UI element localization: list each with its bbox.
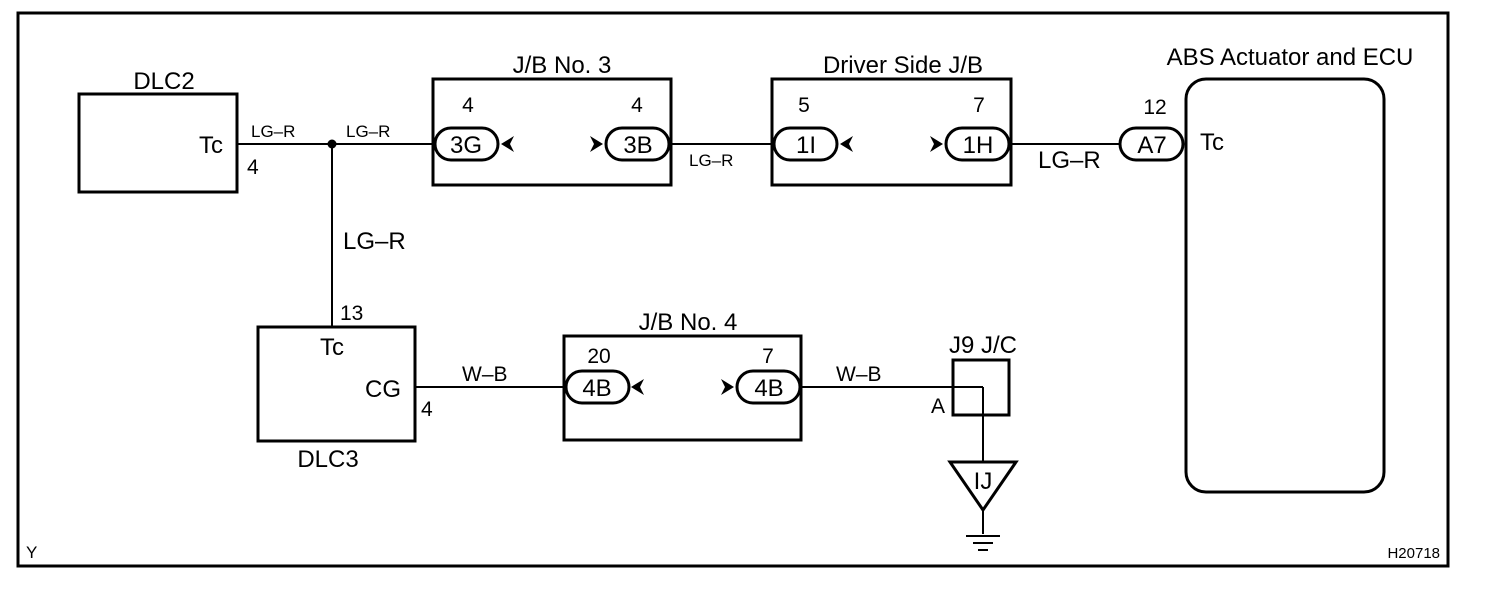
abs-ecu-pin-number: 12 bbox=[1143, 96, 1166, 119]
jb-no3-pin-left: 4 bbox=[462, 94, 474, 117]
connector-1h-label: 1H bbox=[963, 132, 994, 159]
j9-jc-box bbox=[951, 358, 1011, 417]
abs-ecu-label: ABS Actuator and ECU bbox=[1167, 44, 1414, 71]
dlc2-component: DLC2 Tc 4 bbox=[77, 68, 259, 194]
ground-ij-label: IJ bbox=[974, 468, 993, 495]
dlc2-terminal-label: Tc bbox=[199, 132, 223, 159]
dlc3-cg-terminal-label: CG bbox=[365, 376, 401, 403]
dlc3-cg-pin-number: 4 bbox=[421, 398, 433, 421]
connector-4b-right bbox=[735, 369, 802, 405]
j9-jc-pin: A bbox=[931, 395, 945, 418]
connector-1i-label: 1I bbox=[796, 132, 816, 159]
splice-point bbox=[327, 139, 337, 149]
abs-ecu-component: ABS Actuator and ECU 12 A7 Tc bbox=[1118, 44, 1414, 494]
abs-ecu-terminal-label: Tc bbox=[1200, 129, 1224, 156]
wire-label-lg-r: LG–R bbox=[1038, 147, 1101, 174]
dlc3-tc-terminal-label: Tc bbox=[320, 334, 344, 361]
driver-side-jb-pin-left: 5 bbox=[798, 94, 810, 117]
connector-1i bbox=[772, 126, 839, 162]
dlc3-tc-pin-number: 13 bbox=[340, 302, 363, 325]
dlc2-pin-number: 4 bbox=[247, 156, 259, 179]
wire-label-lg-r: LG–R bbox=[346, 122, 390, 141]
footer-code: Y bbox=[26, 543, 37, 562]
jb-no4-component: J/B No. 4 20 7 4B 4B bbox=[562, 309, 803, 442]
jb-no4-label: J/B No. 4 bbox=[639, 309, 738, 336]
jb-no3-component: J/B No. 3 4 4 3G 3B bbox=[431, 52, 673, 187]
connector-3b bbox=[604, 126, 671, 162]
ground-ij-triangle bbox=[947, 460, 1019, 513]
wire-label-lg-r: LG–R bbox=[251, 122, 295, 141]
connector-3g bbox=[433, 126, 500, 162]
jb-no3-pin-right: 4 bbox=[631, 94, 643, 117]
connector-3g-label: 3G bbox=[450, 132, 482, 159]
dlc3-component: 13 Tc CG 4 DLC3 bbox=[256, 302, 433, 473]
wire-label-w-b: W–B bbox=[836, 363, 882, 386]
j9-jc-component: J9 J/C A bbox=[931, 332, 1017, 418]
abs-ecu-box bbox=[1184, 77, 1386, 494]
jb-no4-pin-left: 20 bbox=[587, 345, 610, 368]
connector-1h bbox=[944, 126, 1011, 162]
connector-a7-label: A7 bbox=[1137, 132, 1166, 159]
connector-a7 bbox=[1118, 126, 1185, 162]
connector-4b-right-label: 4B bbox=[754, 375, 783, 402]
connector-4b-left bbox=[564, 369, 631, 405]
jb-no4-pin-right: 7 bbox=[762, 345, 774, 368]
driver-side-jb-label: Driver Side J/B bbox=[823, 52, 983, 79]
driver-side-jb-pin-right: 7 bbox=[973, 94, 985, 117]
dlc3-box bbox=[256, 325, 417, 443]
j9-jc-label: J9 J/C bbox=[949, 332, 1017, 359]
ground-icon bbox=[966, 535, 1000, 551]
jb-no3-label: J/B No. 3 bbox=[513, 52, 612, 79]
ground-ij-component: IJ bbox=[947, 460, 1019, 551]
wire-label-lg-r: LG–R bbox=[689, 151, 733, 170]
wire-label-lg-r: LG–R bbox=[343, 228, 406, 255]
connector-3b-label: 3B bbox=[623, 132, 652, 159]
wire-label-w-b: W–B bbox=[462, 363, 508, 386]
dlc2-label: DLC2 bbox=[133, 68, 194, 95]
driver-side-jb-component: Driver Side J/B 5 7 1I 1H bbox=[770, 52, 1013, 187]
dlc2-box bbox=[77, 92, 239, 194]
connector-4b-left-label: 4B bbox=[582, 375, 611, 402]
dlc3-label: DLC3 bbox=[297, 446, 358, 473]
figure-id: H20718 bbox=[1387, 545, 1440, 562]
